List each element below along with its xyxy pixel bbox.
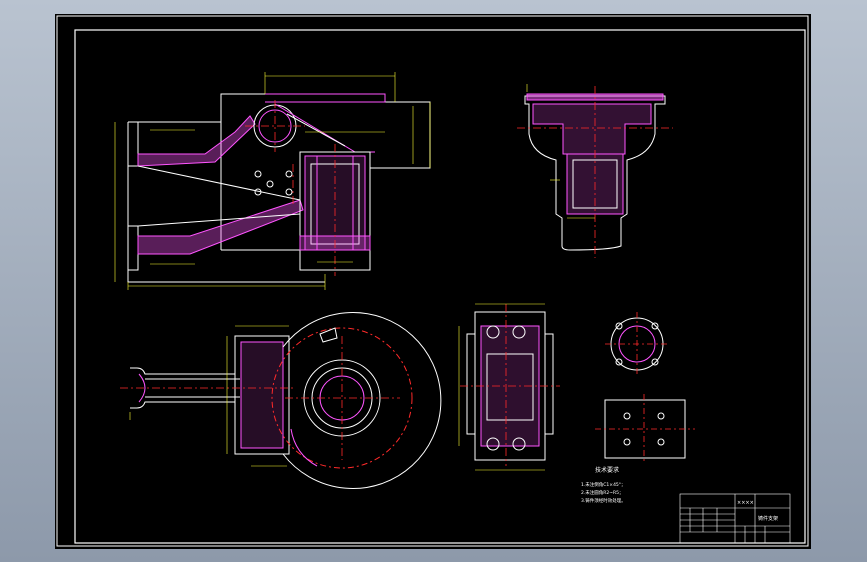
main-elevation-dimensions <box>114 72 431 290</box>
main-elevation-centerlines <box>245 100 336 276</box>
detail-view-c-centerlines <box>605 312 669 376</box>
cad-viewport[interactable]: 技术要求 1.未注倒角C1×45°； 2.未注圆角R2~R5； 3.铸件须经时效… <box>55 14 811 549</box>
inner-border <box>74 29 806 544</box>
detail-view-d-centerlines <box>595 394 695 464</box>
section-view-a-centerlines <box>517 86 673 258</box>
section-view-a-dimensions <box>526 84 595 219</box>
plan-view-dimensions <box>129 325 289 467</box>
title-block-company: ×××× <box>737 500 754 506</box>
tech-requirements-heading: 技术要求 <box>595 466 619 474</box>
title-block-part-name: 铸件支架 <box>758 515 778 522</box>
tech-requirements: 技术要求 1.未注倒角C1×45°； 2.未注圆角R2~R5； 3.铸件须经时效… <box>581 466 626 504</box>
main-elevation-view <box>127 93 431 283</box>
tech-requirement-2: 2.未注圆角R2~R5； <box>581 489 624 496</box>
section-view-b-centerlines <box>460 304 560 466</box>
section-view-b-dimensions <box>458 303 545 471</box>
tech-requirement-1: 1.未注倒角C1×45°； <box>581 481 626 488</box>
plan-view-centerlines <box>120 336 400 460</box>
tech-requirement-3: 3.铸件须经时效处理。 <box>581 497 626 504</box>
detail-view-d <box>604 399 686 459</box>
cad-drawing: 技术要求 1.未注倒角C1×45°； 2.未注圆角R2~R5； 3.铸件须经时效… <box>56 15 809 547</box>
plan-view <box>130 312 442 489</box>
title-block <box>679 493 791 544</box>
outer-border <box>56 15 809 547</box>
